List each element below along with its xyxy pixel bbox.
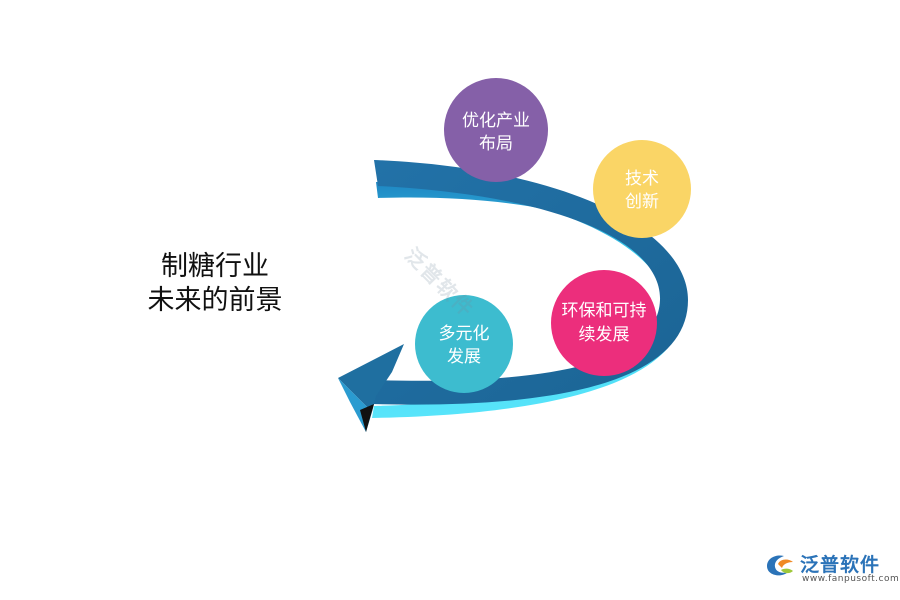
bubble-optimize-layout: 优化产业 布局 (444, 78, 548, 182)
logo-url: www.fanpusoft.com (802, 574, 900, 584)
logo-name: 泛普软件 (800, 554, 881, 576)
fanpu-logo-icon (767, 555, 793, 576)
bubble-diversified-development: 多元化 发展 (415, 295, 513, 393)
bubble-label-line-2: 布局 (479, 134, 513, 154)
bubble-label-line-1: 多元化 (439, 324, 490, 344)
bubble-label-line-1: 环保和可持 (562, 301, 647, 321)
bubble-label-line-1: 优化产业 (462, 111, 530, 131)
bubble-label-line-1: 技术 (625, 169, 659, 189)
title-line-2: 未来的前景 (147, 285, 283, 316)
bubble-label-line-2: 发展 (447, 347, 481, 367)
brand-logo: 泛普软件 www.fanpusoft.com (762, 550, 899, 586)
bubble-label-line-2: 创新 (625, 192, 659, 212)
bubble-tech-innovation: 技术 创新 (593, 140, 691, 238)
bubble-label-line-2: 续发展 (579, 325, 630, 345)
diagram-title: 制糖行业 未来的前景 (140, 250, 290, 318)
arrow-head-shadow (360, 404, 374, 432)
title-line-1: 制糖行业 (161, 251, 269, 282)
bubble-sustainable-development: 环保和可持 续发展 (551, 270, 657, 376)
arrow-head (338, 344, 404, 412)
